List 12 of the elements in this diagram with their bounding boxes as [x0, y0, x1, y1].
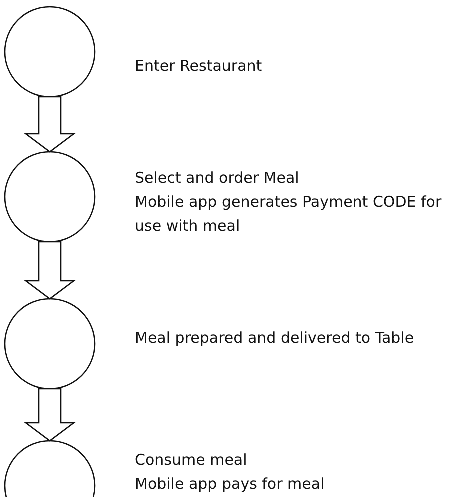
step-label: Mobile app pays for meal [135, 474, 326, 495]
step-circle [4, 151, 96, 243]
block-arrow [24, 388, 76, 442]
block-arrow [24, 96, 76, 153]
step-circle [4, 298, 96, 390]
step-label: Meal prepared and delivered to Table [135, 328, 416, 349]
step-label: Enter Restaurant [135, 56, 264, 77]
step-label: Select and order Meal [135, 168, 300, 189]
step-label: Consume meal [135, 450, 248, 471]
block-arrow [24, 241, 76, 300]
step-label: Mobile app generates Payment CODE for use with meal [135, 192, 443, 237]
step-circle [4, 6, 96, 98]
